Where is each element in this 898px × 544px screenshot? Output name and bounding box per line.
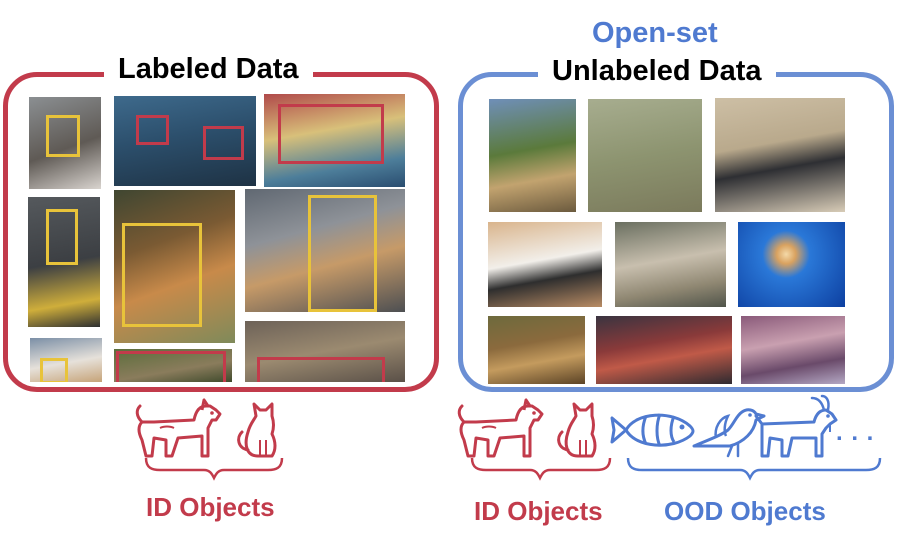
photo-shiba-1 — [114, 190, 235, 343]
fish-icon — [610, 412, 695, 448]
photo-dog-1 — [29, 97, 101, 189]
labeled-data-title: Labeled Data — [104, 52, 313, 86]
ellipsis: . . . — [836, 419, 875, 446]
ood-objects-caption: OOD Objects — [664, 496, 826, 526]
photo-seagull — [715, 98, 845, 212]
bird-icon — [692, 408, 766, 458]
photo-kangaroo — [588, 99, 702, 212]
cat-icon — [557, 402, 597, 458]
photo-dog-3 — [30, 338, 102, 382]
ood-brace — [626, 457, 882, 481]
dog-icon — [457, 398, 544, 458]
photo-dog-2 — [28, 197, 100, 327]
photo-spotted-dog — [488, 222, 602, 307]
photo-cat-magazines — [264, 94, 405, 187]
photo-penguins — [741, 316, 845, 384]
id-objects-caption-right: ID Objects — [474, 496, 603, 526]
dog-icon — [135, 398, 222, 458]
photo-cat-ground — [114, 349, 232, 382]
photo-crab — [596, 316, 732, 384]
cat-icon — [237, 402, 277, 458]
unlabeled-data-title: Unlabeled Data — [538, 54, 776, 88]
goat-icon — [754, 394, 838, 458]
photo-alpacas — [489, 99, 576, 212]
open-set-subtitle: Open-set — [592, 17, 718, 49]
photo-cat-sign — [245, 321, 405, 382]
photo-cats-car — [114, 96, 256, 186]
photo-owl — [488, 316, 585, 384]
id-objects-caption-left: ID Objects — [146, 492, 275, 522]
id-brace-left — [144, 457, 284, 481]
photo-jellyfish — [738, 222, 845, 307]
id-brace-right — [470, 457, 612, 481]
photo-kangaroos-lying — [615, 222, 726, 307]
photo-shiba-2 — [245, 189, 405, 312]
